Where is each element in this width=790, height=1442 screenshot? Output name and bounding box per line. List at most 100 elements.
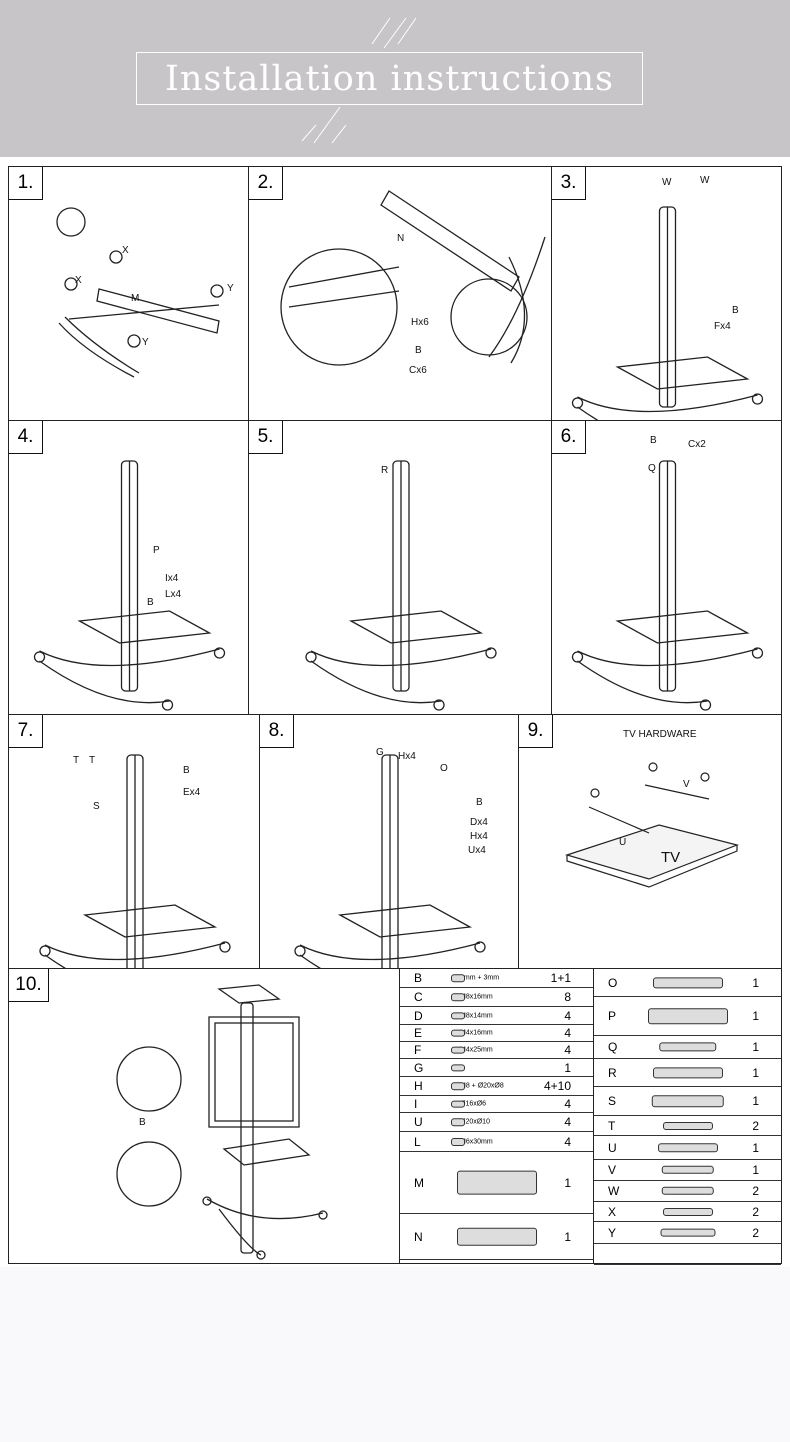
part-icon [662,1207,713,1216]
callout-label: V [683,779,690,790]
part-quantity: 4+10 [543,1079,571,1093]
step-10-panel: 10.B [8,968,400,1264]
part-quantity: 2 [752,1225,759,1240]
callout-label: Ux4 [468,845,486,856]
part-label: F [414,1043,422,1057]
callout-label: B [139,1117,146,1128]
step-1-illustration [56,207,224,378]
part-label: N [414,1229,423,1244]
part-label: R [608,1065,617,1080]
part-label: I [414,1097,418,1111]
part-icon [651,1095,724,1107]
part-quantity: 4 [564,1043,571,1057]
part-icon [450,1011,465,1020]
part-label: G [414,1060,424,1075]
part-spec: Ø16xØ6 [460,1100,487,1108]
step-number: 3. [552,167,586,200]
step-9-illustration [564,762,739,888]
step-number: 8. [260,715,294,748]
step-6-illustration [571,460,764,711]
callout-label: Y [142,337,149,348]
part-label: H [414,1079,423,1093]
part-quantity: 1 [752,975,759,990]
step-7-illustration [39,754,231,968]
callout-label: B [476,797,483,808]
part-quantity: 8 [564,990,571,1004]
callout-label: Q [648,463,656,474]
part-quantity: 2 [752,1118,759,1133]
callout-label: Dx4 [470,817,488,828]
part-icon [450,974,465,982]
part-quantity: 1 [752,1163,759,1177]
step-10-illustration [116,984,328,1260]
part-label: L [414,1134,421,1149]
part-label: T [608,1118,616,1133]
part-spec: M6x30mm [460,1138,493,1145]
part-spec: M8x16mm [460,993,493,1001]
step-number: 1. [9,167,43,200]
part-label: M [414,1175,424,1190]
part-icon [652,1066,723,1079]
part-quantity: 1 [752,1040,759,1054]
callout-label: Hx4 [470,831,488,842]
part-spec: M8x14mm [460,1012,493,1019]
part-label: Q [608,1040,618,1054]
callout-label: X [122,245,129,256]
step-number: 9. [519,715,553,748]
part-quantity: 2 [752,1204,759,1219]
part-quantity: 4 [564,1008,571,1023]
callout-label: B [415,345,422,356]
callout-label: Hx6 [411,317,429,328]
callout-label: S [93,801,100,812]
part-icon [652,976,723,989]
part-quantity: 4 [564,1026,571,1040]
part-spec: 5mm + 3mm [460,974,500,982]
step-number: 6. [552,421,586,454]
callout-label: Cx2 [688,439,706,450]
part-quantity: 1 [564,1175,571,1190]
callout-label: Y [227,283,234,294]
callout-label: Ex4 [183,787,201,798]
step-3-illustration [571,206,764,420]
part-icon [450,993,465,1001]
callout-label: Fx4 [714,321,731,332]
part-icon [450,1082,465,1090]
callout-label: B [650,435,657,446]
part-icon [647,1008,728,1024]
part-quantity: 1 [752,1009,759,1023]
callout-label: G [376,747,384,758]
callout-label: Ix4 [165,573,179,584]
callout-label: W [662,177,672,188]
part-quantity: 1 [752,1065,759,1080]
step-number: 7. [9,715,43,748]
part-quantity: 1 [752,1094,759,1108]
part-label: E [414,1026,423,1040]
part-label: P [608,1009,617,1023]
part-quantity: 4 [564,1115,571,1129]
part-icon [450,1063,465,1072]
part-label: X [608,1204,617,1219]
part-label: B [414,971,423,985]
step-4-illustration [33,460,226,711]
part-quantity: 1 [752,1140,759,1155]
part-icon [450,1046,465,1054]
callout-label: B [147,597,154,608]
part-icon [661,1165,714,1175]
